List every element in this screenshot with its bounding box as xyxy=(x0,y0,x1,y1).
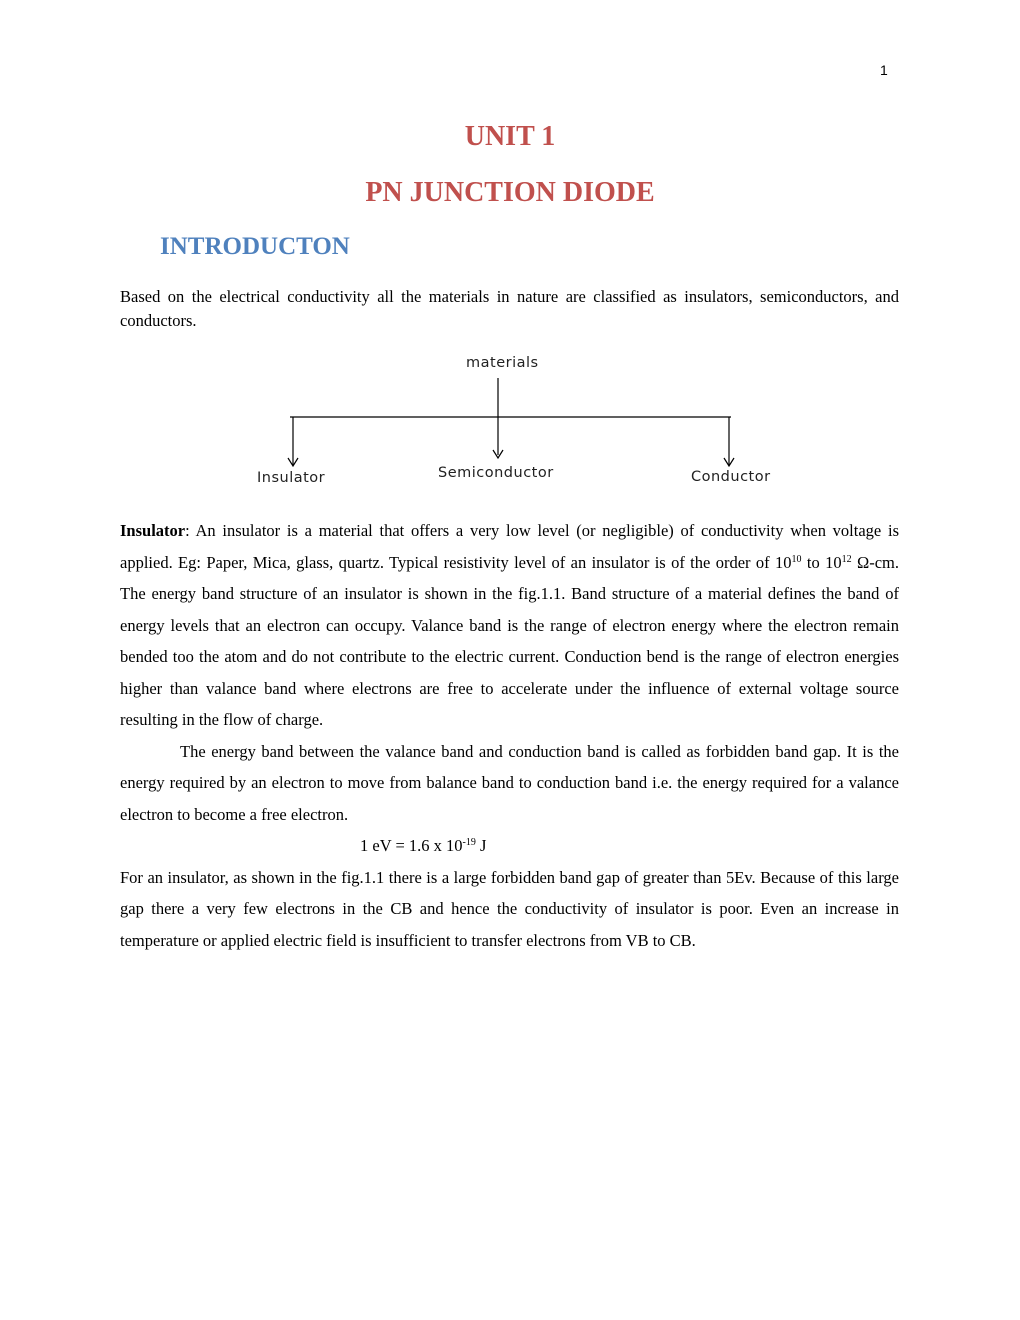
diagram-root-materials: materials xyxy=(466,355,539,371)
tree-lines xyxy=(287,378,735,468)
intro-paragraph: Based on the electrical conductivity all… xyxy=(120,287,899,330)
insulator-gap-paragraph: For an insulator, as shown in the fig.1.… xyxy=(120,867,899,950)
forbidden-gap-paragraph: The energy band between the valance band… xyxy=(120,741,899,824)
chapter-title: PN JUNCTION DIODE xyxy=(365,177,655,208)
insulator-section: Insulator: An insulator is a material th… xyxy=(120,515,899,956)
diagram-node-insulator: Insulator xyxy=(257,470,326,486)
insulator-paragraph: Insulator: An insulator is a material th… xyxy=(120,521,899,729)
ev-formula: 1 eV = 1.6 x 10-19 J xyxy=(360,836,487,855)
page-number: 1 xyxy=(880,62,888,78)
insulator-term: Insulator xyxy=(120,521,186,540)
materials-classification-diagram: materials Insulator Semiconductor Conduc… xyxy=(0,350,1020,500)
diagram-node-conductor: Conductor xyxy=(691,469,771,485)
diagram-node-semiconductor: Semiconductor xyxy=(438,465,554,481)
section-heading: INTRODUCTON xyxy=(160,233,350,260)
unit-title: UNIT 1 xyxy=(464,121,556,152)
